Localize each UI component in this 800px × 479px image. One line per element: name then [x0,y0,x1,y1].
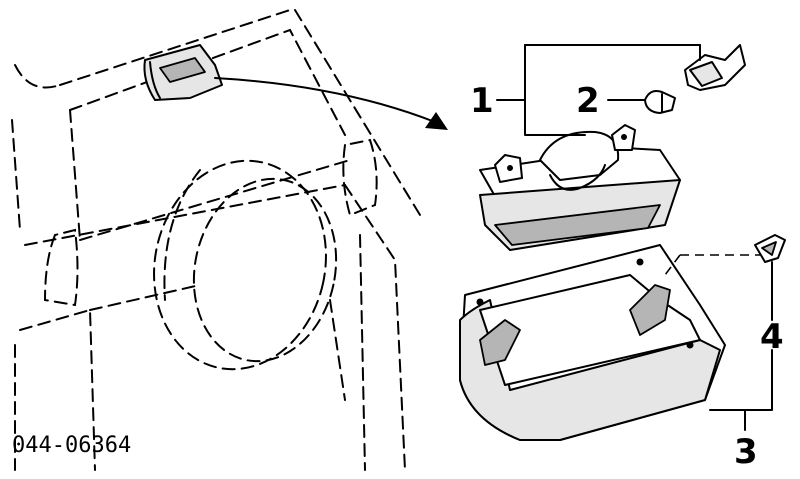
callout-1-bracket [496,44,701,136]
mounted-lamp-detail [143,44,223,101]
callout-3-4-leaders [664,254,773,431]
part-reference-code: 044-06364 [12,433,131,458]
vehicle-rear-outline [11,9,421,471]
callout-label-1: 1 [470,81,494,121]
callout-label-2: 2 [576,81,600,121]
spare-tire [153,159,338,371]
lamp-cover [459,244,726,441]
detail-arrow [214,77,448,130]
mounting-clip [754,234,786,263]
bulb-socket [684,44,746,91]
callout-label-3: 3 [734,432,758,472]
stop-lamp-housing [479,124,681,251]
callout-label-4: 4 [760,317,784,357]
bulb [644,90,676,114]
